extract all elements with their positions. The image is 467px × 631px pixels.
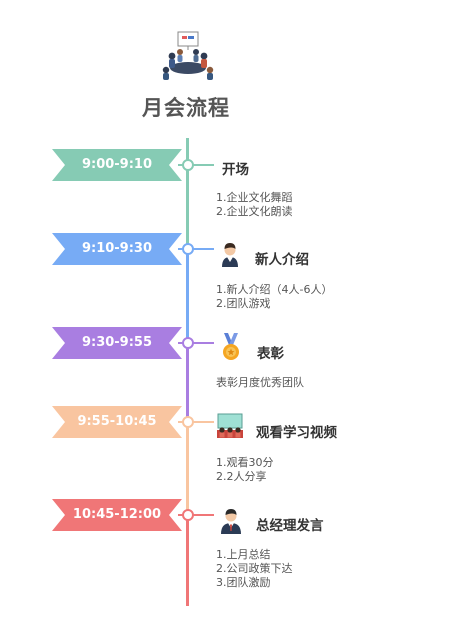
- step-heading: 表彰: [257, 346, 284, 362]
- page-title: 月会流程: [142, 96, 230, 120]
- step-heading: 新人介绍: [255, 252, 309, 268]
- connector: [178, 159, 214, 171]
- medal-icon: [223, 333, 239, 360]
- time-banner: [52, 499, 182, 531]
- step-heading: 总经理发言: [256, 518, 324, 534]
- connector: [178, 416, 214, 428]
- audience-screen-icon: [217, 413, 243, 438]
- time-banner: [52, 406, 182, 438]
- time-banner: [52, 149, 182, 181]
- connector: [178, 509, 214, 521]
- time-label: 10:45-12:00: [72, 507, 162, 522]
- step-heading: 开场: [222, 162, 249, 178]
- step-detail: 3.团队激励: [216, 576, 271, 589]
- manager-icon: [221, 509, 241, 534]
- step-detail: 2.公司政策下达: [216, 562, 293, 575]
- time-banner: [52, 233, 182, 265]
- step-detail: 2.团队游戏: [216, 297, 271, 310]
- time-label: 9:55-10:45: [77, 414, 157, 429]
- step-detail: 1.上月总结: [216, 548, 271, 561]
- meeting-illustration: [162, 31, 214, 80]
- time-label: 9:30-9:55: [81, 335, 153, 350]
- step-detail: 2.2人分享: [216, 470, 267, 483]
- step-heading: 观看学习视频: [256, 425, 337, 441]
- step-detail: 2.企业文化朗读: [216, 205, 293, 218]
- person-icon: [222, 243, 238, 267]
- time-banner: [52, 327, 182, 359]
- step-detail: 1.企业文化舞蹈: [216, 191, 293, 204]
- step-detail: 1.观看30分: [216, 456, 274, 469]
- time-label: 9:10-9:30: [81, 241, 153, 256]
- step-detail: 1.新人介绍（4人-6人）: [216, 283, 333, 296]
- connector: [178, 243, 214, 255]
- connector: [178, 337, 214, 349]
- step-detail: 表彰月度优秀团队: [216, 376, 304, 389]
- timeline-line: [186, 138, 189, 606]
- time-label: 9:00-9:10: [81, 157, 153, 172]
